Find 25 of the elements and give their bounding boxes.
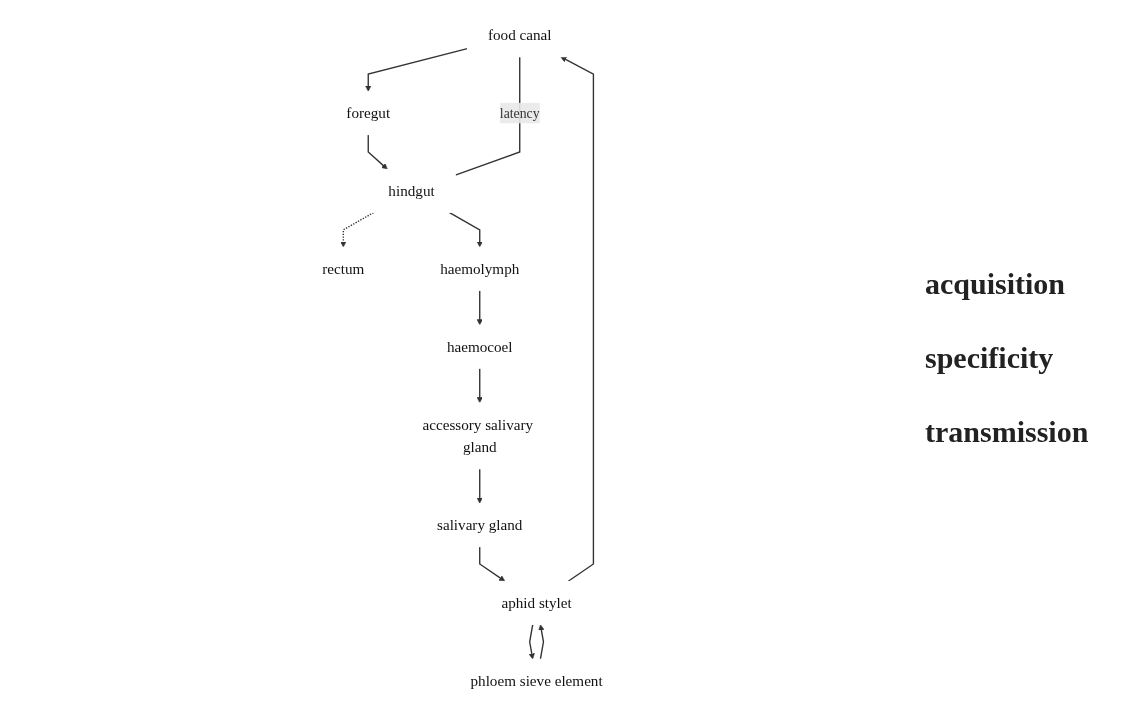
arrow (538, 624, 545, 660)
node-text: accessory salivary gland (422, 415, 534, 456)
arrow (528, 623, 535, 660)
node-text: food canal (487, 26, 552, 44)
arrow (476, 367, 483, 404)
node-text: rectum (322, 260, 365, 278)
arrow (479, 546, 506, 582)
stage-label: specificity (925, 341, 1055, 375)
node-text: haemocoel (446, 338, 513, 356)
arrow (340, 211, 375, 248)
node-text: aphid stylet (501, 594, 572, 612)
arrow (367, 134, 388, 170)
node-text: hindgut (388, 182, 435, 200)
arrow (448, 211, 483, 248)
node-text: haemolymph (440, 260, 520, 278)
node-text: foregut (346, 104, 391, 122)
edge-label: latency (499, 105, 540, 121)
stage-label: acquisition (925, 267, 1067, 301)
arrow (476, 289, 483, 326)
arrow (365, 48, 468, 92)
arrow (560, 56, 595, 582)
arrow (476, 468, 483, 504)
node-text: salivary gland (437, 516, 523, 534)
stage-label: transmission (925, 415, 1090, 449)
node-text: phloem sieve element (470, 672, 603, 690)
